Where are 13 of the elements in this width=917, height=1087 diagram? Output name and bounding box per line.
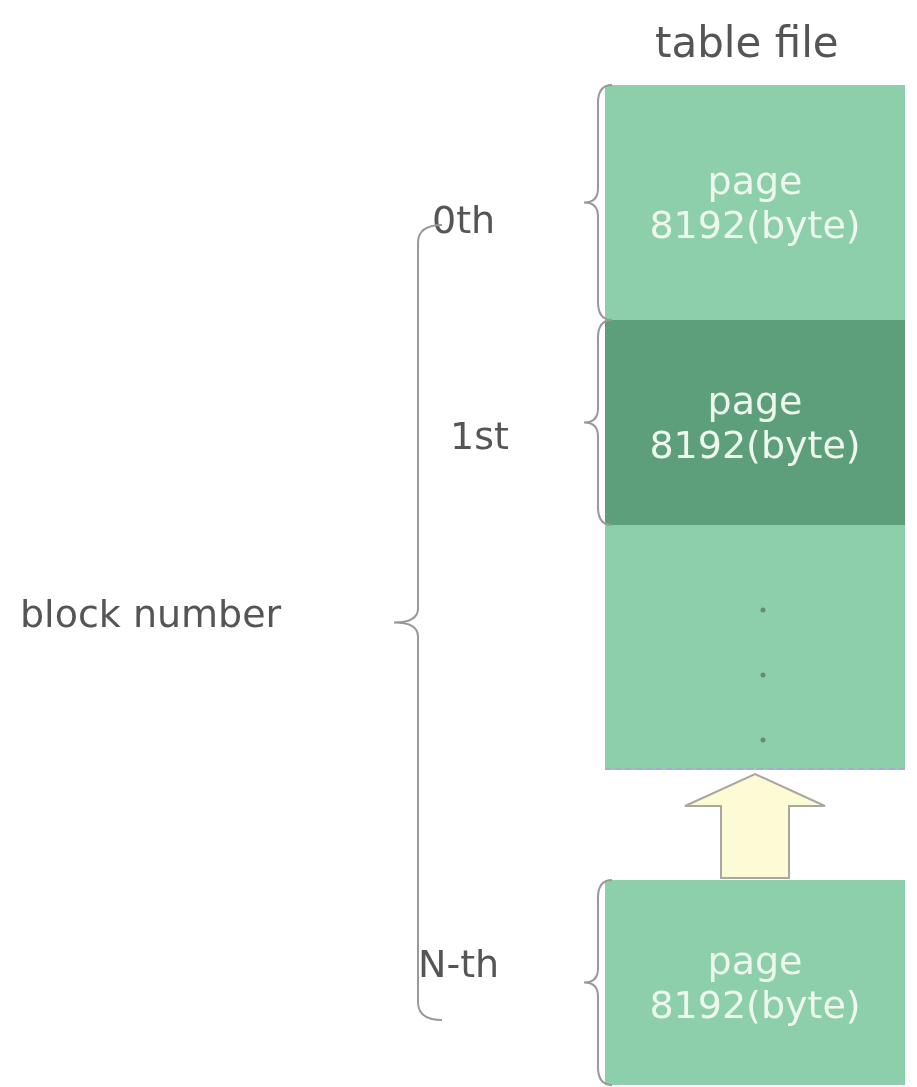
block-number-label: block number xyxy=(20,592,282,636)
ellipsis-block xyxy=(605,525,905,770)
title: table file xyxy=(655,18,839,67)
page-label: page 8192(byte) xyxy=(648,938,862,1027)
page-block xyxy=(605,85,905,320)
block-number-label: 0th xyxy=(432,198,496,242)
page-block xyxy=(605,320,905,525)
page-label: page 8192(byte) xyxy=(648,158,862,247)
block-number-label: 1st xyxy=(450,414,509,458)
page-block xyxy=(605,880,905,1085)
block-number-label: N-th xyxy=(418,942,500,986)
block-arrow xyxy=(684,772,826,879)
page-label: page 8192(byte) xyxy=(648,378,862,467)
